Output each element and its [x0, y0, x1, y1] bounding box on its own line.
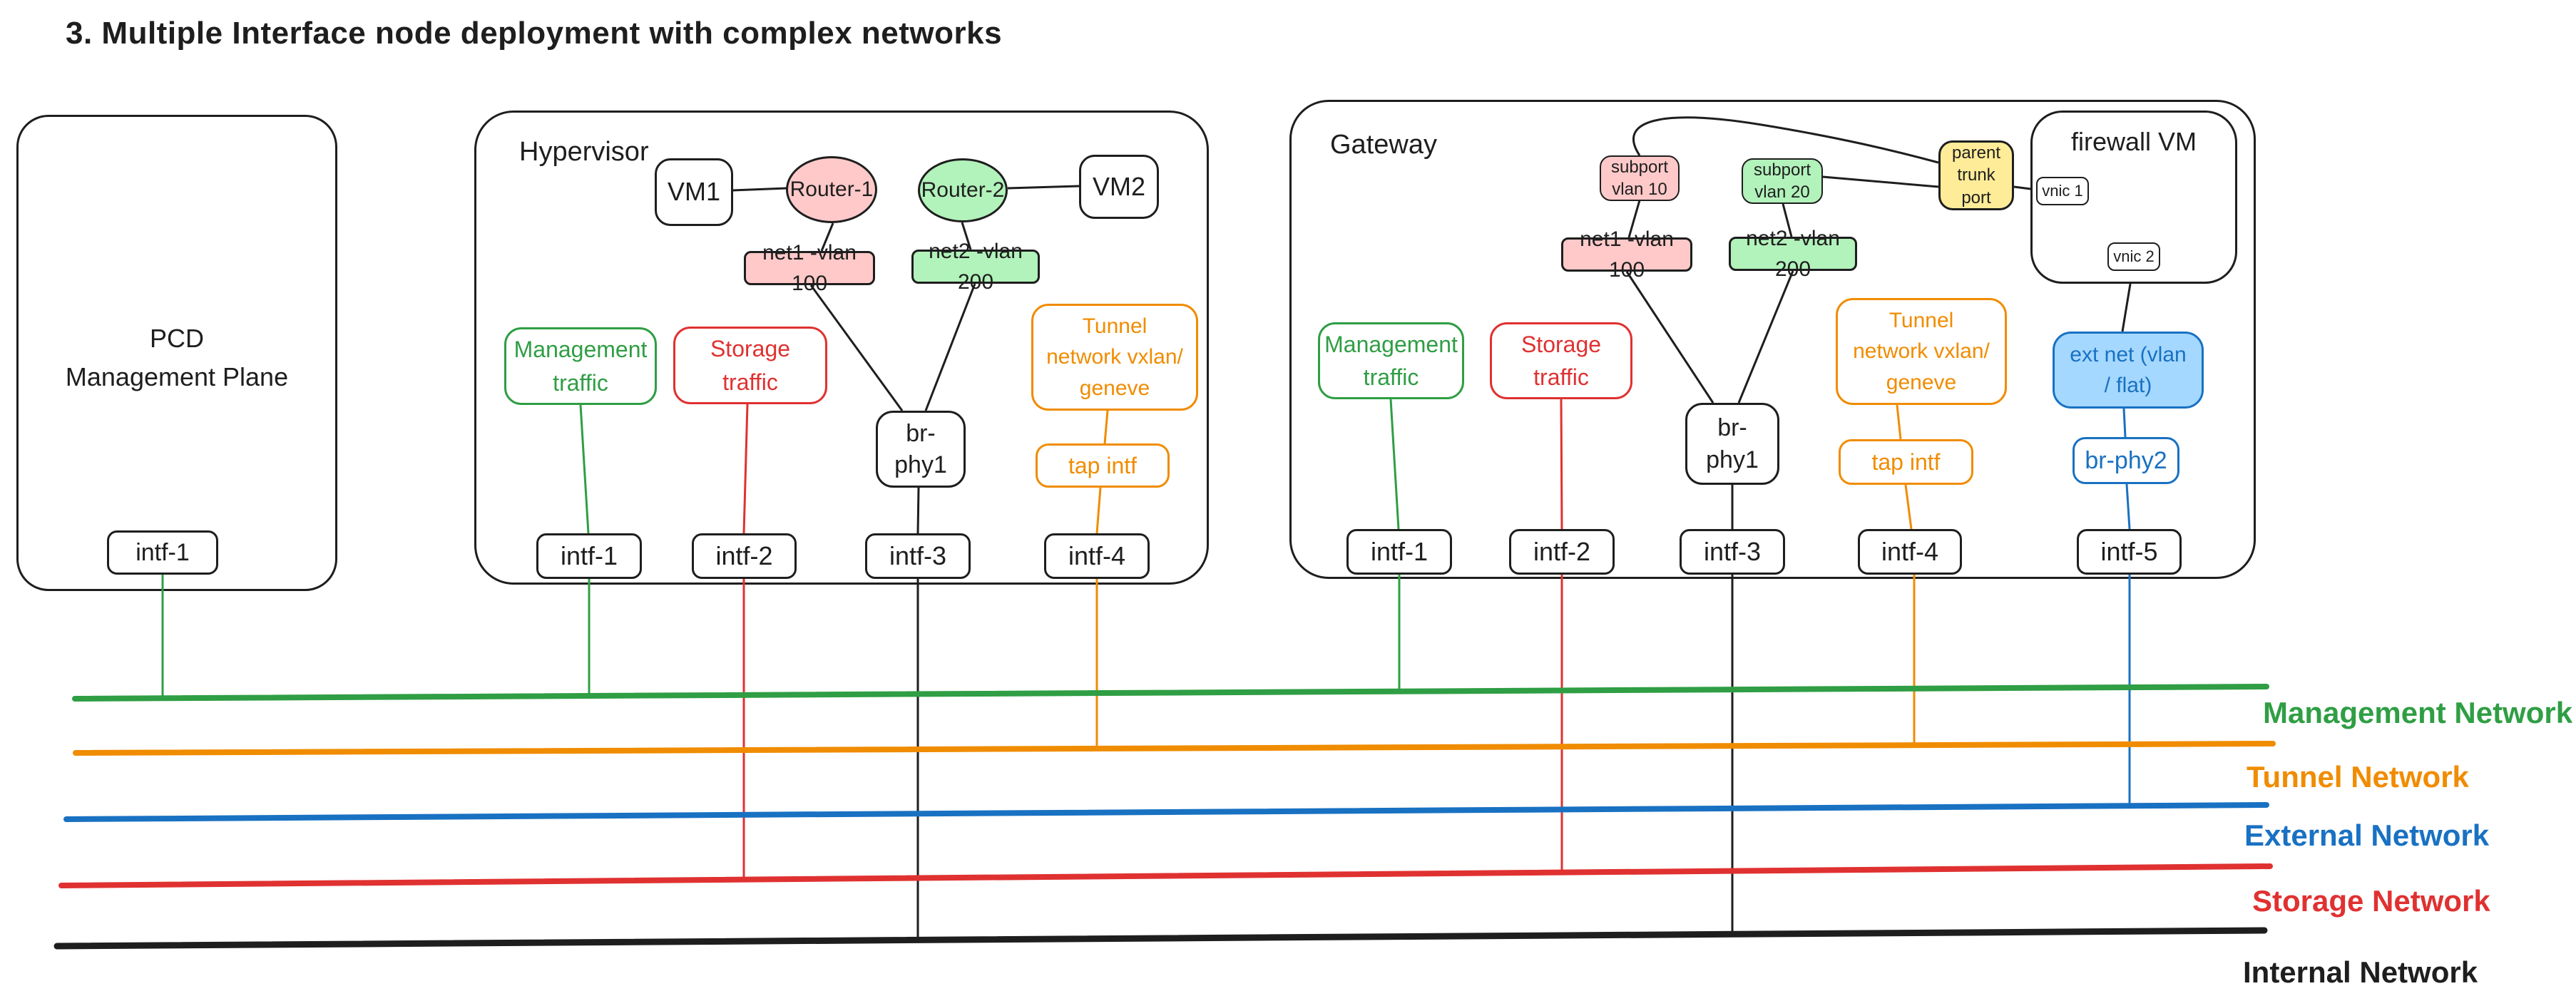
edge-hyp-mgmt-intf1 — [579, 404, 590, 534]
gw-net1-vlan100-box: net1 -vlan 100 — [1561, 227, 1692, 282]
edge-net2-brphy1 — [924, 283, 976, 411]
hyp-intf-1: intf-1 — [536, 533, 642, 579]
edge-gw-tap-intf4 — [1904, 484, 1913, 530]
router2-ellipse: Router-2 — [918, 158, 1008, 222]
gw-intf-2: intf-2 — [1509, 529, 1615, 575]
edge-router2-net2 — [961, 222, 972, 250]
edge-subport10-net1 — [1627, 200, 1641, 238]
vm1-box: VM1 — [655, 158, 733, 226]
gw-subport-vlan20-box: subport vlan 20 — [1742, 158, 1823, 204]
edge-brphy2-intf5 — [2125, 483, 2131, 530]
edge-vm1-router1 — [732, 187, 787, 192]
edge-hyp-tunnel-tap — [1103, 410, 1109, 444]
hyp-net1-vlan100-box: net1 -vlan 100 — [744, 241, 875, 295]
edge-extnet-brphy2 — [2122, 408, 2127, 438]
management-network-line — [72, 684, 2269, 702]
edge-net1-brphy1 — [809, 284, 904, 411]
pcd-intf-1: intf-1 — [107, 530, 218, 575]
gw-net2-vlan200-box: net2 -vlan 200 — [1729, 227, 1857, 281]
external-network-label: External Network — [2244, 818, 2490, 852]
edge-gw-mgmt-intf1 — [1389, 399, 1400, 530]
gw-br-phy2-box: br-phy2 — [2072, 437, 2179, 484]
edge-brphy1-intf3 — [916, 487, 920, 534]
gw-management-traffic-box: Management traffic — [1318, 322, 1464, 399]
hyp-management-traffic-box: Management traffic — [504, 327, 657, 405]
gateway-box — [1289, 100, 2256, 579]
tunnel-network-label: Tunnel Network — [2247, 760, 2469, 794]
gw-vnic2-box: vnic 2 — [2107, 242, 2160, 271]
external-network-line — [63, 802, 2269, 822]
hypervisor-label: Hypervisor — [519, 137, 649, 167]
edge-subport20-trunk — [1822, 175, 1939, 188]
edge-hyp-storage-intf2 — [742, 404, 749, 534]
firewall-vm-label: firewall VM — [2070, 127, 2197, 156]
edge-gw-tunnel-tap — [1896, 404, 1902, 440]
hypervisor-box — [474, 111, 1209, 585]
pcd-management-plane-box — [16, 115, 337, 591]
gw-tunnel-network-box: Tunnel network vxlan/ geneve — [1836, 298, 2007, 405]
edge-subport20-net2 — [1782, 203, 1793, 237]
page-title: 3. Multiple Interface node deployment wi… — [66, 16, 1003, 51]
hyp-br-phy1-box: br- phy1 — [876, 411, 966, 488]
gw-br-phy1-box: br- phy1 — [1685, 403, 1779, 485]
internal-network-label: Internal Network — [2243, 955, 2478, 989]
hyp-net2-vlan200-box: net2 -vlan 200 — [911, 240, 1040, 294]
gw-intf-5: intf-5 — [2077, 529, 2182, 575]
gw-intf-3: intf-3 — [1680, 529, 1785, 575]
edge-gw-net2-brphy1 — [1737, 270, 1794, 404]
hyp-storage-traffic-box: Storage traffic — [673, 327, 827, 404]
storage-network-label: Storage Network — [2252, 884, 2490, 918]
management-network-label: Management Network — [2263, 696, 2573, 729]
vm2-box: VM2 — [1079, 155, 1159, 219]
gw-intf-4: intf-4 — [1858, 529, 1962, 575]
gw-parent-trunk-port-box: parent trunk port — [1938, 140, 2014, 210]
gw-intf-1: intf-1 — [1346, 529, 1452, 575]
router1-ellipse: Router-1 — [786, 156, 877, 223]
gw-subport-vlan10-box: subport vlan 10 — [1600, 155, 1680, 201]
gw-storage-traffic-box: Storage traffic — [1490, 322, 1632, 399]
edge-subport10-trunk-curve — [1632, 116, 1939, 164]
hyp-intf-2: intf-2 — [692, 533, 797, 579]
hyp-tap-intf-box: tap intf — [1036, 443, 1170, 488]
edge-hyp-tap-intf4 — [1095, 487, 1102, 534]
tunnel-network-line — [73, 741, 2276, 756]
hyp-intf-3: intf-3 — [865, 533, 971, 579]
gw-tap-intf-box: tap intf — [1839, 439, 1973, 485]
gw-ext-net-box: ext net (vlan / flat) — [2053, 332, 2204, 409]
gateway-label: Gateway — [1330, 130, 1437, 160]
storage-network-line — [58, 863, 2273, 888]
gw-vnic1-box: vnic 1 — [2036, 177, 2089, 205]
edge-router1-net1 — [820, 222, 834, 252]
edge-gw-storage-intf2 — [1560, 399, 1563, 530]
pcd-title: PCD Management Plane — [65, 324, 289, 391]
internal-network-line — [53, 927, 2268, 950]
hyp-intf-4: intf-4 — [1044, 533, 1150, 579]
edge-router2-vm2 — [1007, 185, 1080, 190]
hyp-tunnel-network-box: Tunnel network vxlan/ geneve — [1031, 304, 1198, 411]
edge-gw-net1-brphy1 — [1625, 271, 1714, 404]
